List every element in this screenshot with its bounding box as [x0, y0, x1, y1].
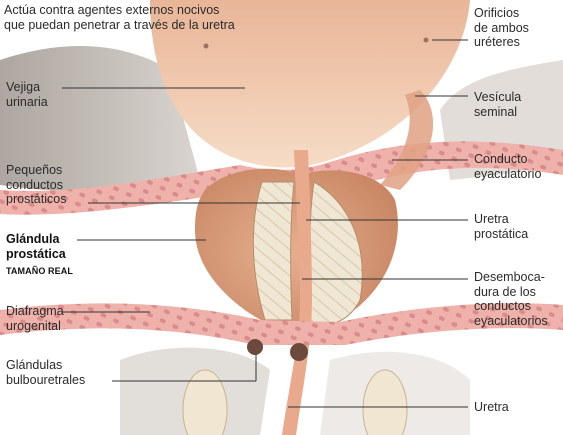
label-glandulas-bulbo: Glándulas bulbouretrales	[6, 358, 85, 387]
label-conducto: Conducto eyaculatorio	[474, 152, 541, 181]
label-orificios: Orificios de ambos uréteres	[474, 6, 529, 50]
label-uretra-prostatica: Uretra prostática	[474, 212, 528, 241]
label-desemboca: Desemboca- dura de los conductos eyacula…	[474, 270, 548, 328]
label-vesicula: Vesícula seminal	[474, 90, 521, 119]
label-vejiga: Vejiga urinaria	[6, 80, 48, 109]
label-tamano-real: TAMAÑO REAL	[6, 266, 73, 276]
ureter-orifice	[424, 38, 429, 43]
label-diafragma: Diafragma urogenital	[6, 304, 64, 333]
ureter-orifice	[204, 44, 209, 49]
label-pequenos: Pequeños conductos prostáticos	[6, 163, 66, 207]
bulbourethral-gland-right	[290, 343, 308, 361]
bulbourethral-gland-left	[247, 339, 263, 355]
label-glandula: Glándula prostática	[6, 232, 66, 261]
label-uretra: Uretra	[474, 400, 509, 415]
header-description: Actúa contra agentes externos nocivos qu…	[4, 3, 235, 32]
